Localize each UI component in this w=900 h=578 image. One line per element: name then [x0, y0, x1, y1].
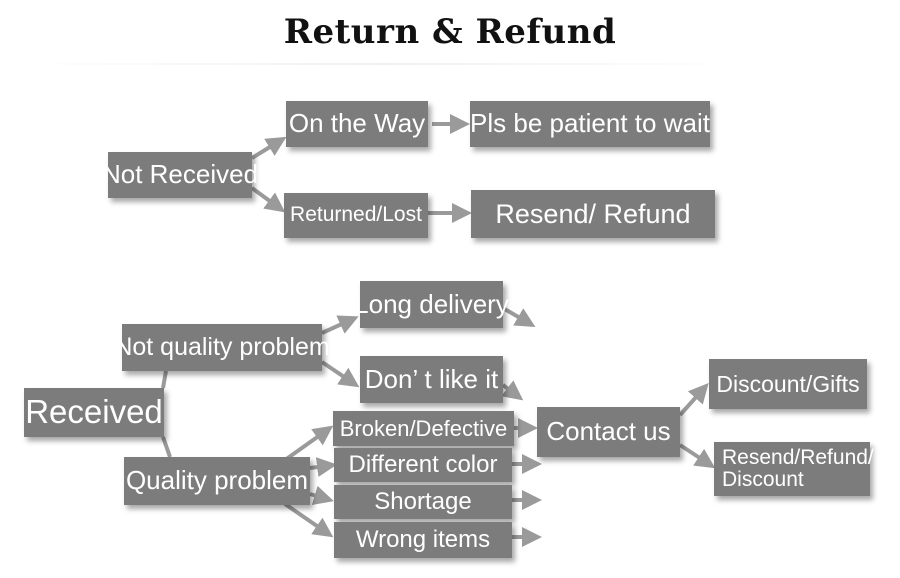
node-discount-gifts: Discount/Gifts — [709, 359, 867, 409]
title-divider — [18, 63, 748, 65]
arrow-not-received-to-on-the-way — [250, 136, 287, 160]
arrow-quality-to-broken — [283, 425, 334, 462]
page-title: Return & Refund — [283, 12, 617, 52]
node-pls-be-patient: Pls be patient to wait — [470, 101, 710, 147]
node-broken-defective: Broken/Defective — [333, 411, 514, 446]
node-quality-problem: Quality problem — [124, 457, 310, 505]
node-not-quality-problem: Not quality problem — [114, 324, 330, 371]
node-resend-refund-discount: Resend/Refund/ Discount — [714, 442, 874, 496]
link-received-to-quality — [161, 436, 172, 458]
node-dont-like-it: Don’ t like it — [360, 356, 503, 403]
arrow-quality-to-shortage — [309, 485, 334, 505]
node-resend-refund: Resend/ Refund — [471, 190, 715, 238]
arrow-quality-to-wrong-items — [283, 502, 334, 538]
arrow-long-delivery-out — [501, 306, 536, 328]
arrow-quality-to-different-color — [309, 457, 337, 477]
node-returned-lost: Returned/Lost — [284, 193, 428, 238]
arrow-dont-like-to-contact — [501, 380, 524, 401]
node-different-color: Different color — [334, 448, 512, 482]
node-shortage: Shortage — [334, 485, 512, 519]
node-on-the-way: On the Way — [286, 101, 428, 147]
arrow-not-received-to-returned-lost — [250, 186, 286, 213]
link-received-to-not-quality — [161, 370, 168, 389]
arrow-not-quality-to-dont-like — [320, 360, 360, 388]
node-received: Received — [24, 388, 164, 437]
arrow-not-quality-to-long-delivery — [321, 315, 359, 335]
arrow-contact-to-resend — [678, 443, 716, 469]
node-not-received: Not Received — [102, 152, 258, 198]
node-long-delivery: Long delivery — [354, 281, 509, 328]
node-contact-us: Contact us — [537, 407, 680, 457]
arrow-contact-to-discount — [678, 383, 709, 417]
node-wrong-items: Wrong items — [334, 522, 512, 558]
